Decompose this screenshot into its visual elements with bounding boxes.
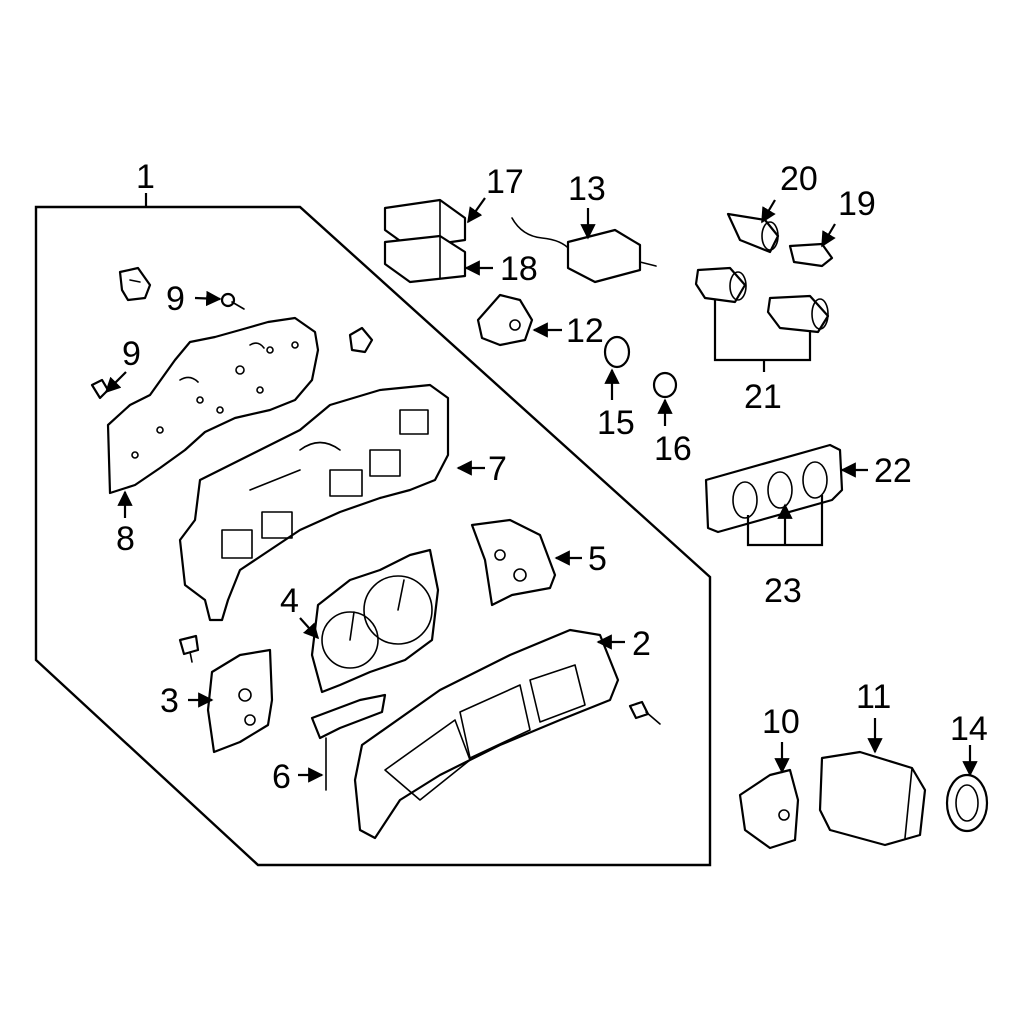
- part-13-switch: [511, 217, 657, 284]
- part-4-dial: [310, 548, 440, 694]
- part-9-clip-lower: [90, 378, 110, 400]
- callout-13: 13: [568, 170, 606, 208]
- part-21-knob-b: [766, 294, 830, 334]
- callout-4: 4: [280, 582, 299, 620]
- part-19-bulb: [788, 242, 834, 268]
- part-21-knob-a: [694, 266, 747, 304]
- part-3-gauge: [206, 648, 274, 754]
- callout-12: 12: [566, 312, 604, 350]
- part-5-gauge: [470, 518, 557, 607]
- part-6-socket: [310, 693, 387, 791]
- part-clip-small: [348, 326, 374, 354]
- callout-21-bracket: [713, 300, 812, 362]
- part-bolt: [178, 634, 200, 663]
- callout-7: 7: [488, 450, 507, 488]
- part-12-switch: [476, 293, 534, 347]
- part-15-knob: [603, 335, 631, 369]
- part-11-module: [818, 750, 927, 847]
- callout-2: 2: [632, 625, 651, 663]
- part-20-knob: [726, 212, 780, 254]
- callout-20: 20: [780, 160, 818, 198]
- callout-17: 17: [486, 163, 524, 201]
- callout-15: 15: [597, 404, 635, 442]
- part-18-switch: [383, 234, 467, 284]
- part-8-circuit-board: [106, 316, 320, 495]
- callout-4-arrow: [299, 617, 320, 640]
- callout-9b: 9: [122, 335, 141, 373]
- callout-16: 16: [654, 430, 692, 468]
- part-screw: [628, 700, 661, 725]
- part-14-knob: [945, 773, 989, 833]
- part-22-control-panel: [704, 443, 844, 534]
- callout-18: 18: [500, 250, 538, 288]
- callout-17-arrow: [467, 197, 486, 224]
- callout-20-arrow: [761, 199, 776, 224]
- part-2-lens: [353, 628, 620, 840]
- callout-19-arrow: [821, 223, 836, 248]
- part-17-switch: [383, 198, 467, 250]
- callout-22: 22: [874, 452, 912, 490]
- callout-6: 6: [272, 758, 291, 796]
- callout-21: 21: [744, 378, 782, 416]
- callout-3: 3: [160, 682, 179, 720]
- callout-1: 1: [136, 158, 155, 196]
- part-10-switch: [738, 768, 800, 850]
- callout-11: 11: [856, 678, 891, 716]
- callout-9a-arrow: [194, 290, 222, 307]
- callout-10: 10: [762, 703, 800, 741]
- part-9-screw: [220, 292, 245, 310]
- callout-14: 14: [950, 710, 988, 748]
- callout-8: 8: [116, 520, 135, 558]
- part-16-cap: [652, 371, 678, 399]
- callout-19: 19: [838, 185, 876, 223]
- cluster-assembly-frame: [34, 205, 712, 867]
- callout-9b-arrow: [104, 371, 127, 394]
- part-9-clip-upper: [118, 266, 152, 302]
- callout-23: 23: [764, 572, 802, 610]
- callout-9a: 9: [166, 280, 185, 318]
- callout-5: 5: [588, 540, 607, 578]
- part-7-housing: [178, 383, 450, 622]
